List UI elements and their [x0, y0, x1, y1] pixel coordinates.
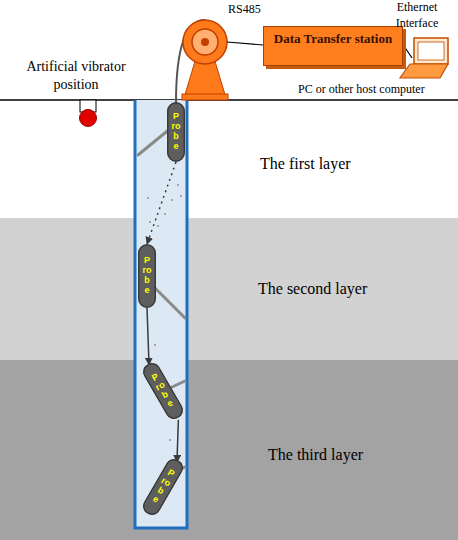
soil-layer: The third layerProbeProbe [0, 360, 458, 540]
annotation: Artificial vibrator position [6, 58, 146, 94]
probe-move-arrow [147, 308, 149, 365]
probe-move-arrow [147, 162, 176, 244]
probe-arms [138, 128, 185, 475]
probe: Probe [140, 456, 187, 519]
ground-top [0, 0, 458, 218]
layer-label: The first layer [260, 155, 351, 173]
probe: Probe [138, 244, 156, 308]
probe: Probe [167, 102, 185, 162]
probe: Probe [140, 360, 187, 423]
annotation: RS485 [228, 2, 278, 18]
rs485-wire [227, 42, 263, 45]
soil-layer: The second layer Probe [0, 218, 458, 360]
soil-layer: The first layer Probe [0, 100, 458, 218]
station-label: Data Transfer station [272, 31, 394, 47]
probe-label: Probe [143, 256, 152, 296]
borehole [136, 100, 186, 528]
annotation: PC or other host computer [298, 82, 456, 98]
borehole-wall [134, 100, 137, 529]
ground-line [0, 99, 458, 101]
layer-label: The second layer [258, 280, 367, 298]
probe-move-arrow [177, 420, 178, 462]
vibrator [80, 100, 97, 127]
layer-label: The third layer [268, 446, 363, 464]
ethernet-wire [404, 46, 412, 58]
second-layer-band [0, 218, 458, 360]
data-transfer-station: Data Transfer station [263, 26, 403, 66]
laptop [400, 38, 448, 78]
annotation: Ethernet Interface [380, 0, 454, 31]
probe-label: Probe [172, 112, 181, 152]
third-layer-band [0, 360, 458, 540]
borehole-wall [186, 100, 189, 529]
winch [182, 20, 228, 100]
borehole-bottom [134, 527, 188, 530]
